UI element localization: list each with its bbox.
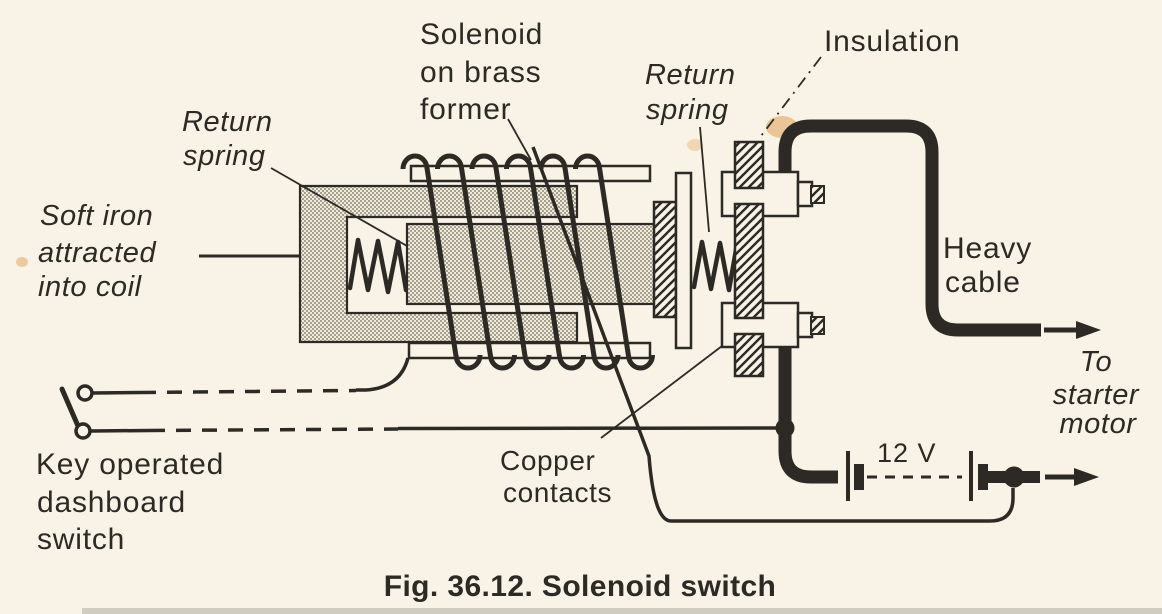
label-solenoid-on-brass-former: Solenoid on brass former xyxy=(420,18,543,126)
terminal-bolt-top-tip xyxy=(810,185,825,204)
svg-text:Key operated: Key operated xyxy=(36,448,224,481)
svg-text:on brass: on brass xyxy=(420,56,541,89)
wire-switch-bottom-to-cable xyxy=(397,426,779,431)
svg-text:Copper: Copper xyxy=(500,445,595,476)
leader-return-spring-right xyxy=(699,126,710,233)
svg-text:spring: spring xyxy=(183,140,266,172)
insulation-block-bottom xyxy=(733,332,765,378)
svg-text:starter: starter xyxy=(1053,379,1140,411)
insulation-disc xyxy=(652,200,678,319)
svg-text:motor: motor xyxy=(1059,408,1137,440)
leader-return-spring-left xyxy=(270,167,408,247)
svg-text:spring: spring xyxy=(646,94,729,126)
wire-switch-top-solid xyxy=(91,390,142,395)
leader-copper-contacts xyxy=(600,345,723,439)
svg-text:Return: Return xyxy=(645,59,736,91)
switch-terminal-bottom xyxy=(74,422,92,440)
label-copper-contacts: Copper contacts xyxy=(500,445,612,508)
wire-coil-to-battery xyxy=(531,146,1015,523)
svg-text:dashboard: dashboard xyxy=(37,486,186,519)
label-soft-iron: Soft iron attracted into coil xyxy=(38,200,157,303)
wire-switch-top-dashed xyxy=(140,388,357,395)
scan-edge-shadow xyxy=(82,608,1162,614)
return-spring-right-coil xyxy=(691,239,740,293)
terminal-bolt-bottom xyxy=(796,311,814,339)
svg-text:into coil: into coil xyxy=(38,271,143,303)
label-return-spring-right: Return spring xyxy=(645,59,736,126)
svg-text:switch: switch xyxy=(37,523,125,556)
battery-symbol xyxy=(846,451,1040,501)
paper-stain xyxy=(16,257,28,267)
leader-insulation xyxy=(760,56,822,137)
copper-contact-disc xyxy=(674,171,693,350)
wire-switch-bottom-solid xyxy=(89,428,151,433)
heavy-cable-to-battery xyxy=(778,308,838,484)
soft-iron-yoke xyxy=(298,184,579,344)
label-insulation: Insulation xyxy=(824,25,960,58)
switch-terminal-top xyxy=(76,384,94,402)
svg-text:Return: Return xyxy=(182,106,273,138)
paper-stain xyxy=(687,139,703,151)
arrow-battery-feed xyxy=(1045,468,1099,486)
label-to-starter-motor: To starter motor xyxy=(1053,346,1140,440)
svg-text:Soft iron: Soft iron xyxy=(40,200,153,232)
former-flange-bottom xyxy=(407,341,652,360)
insulation-block-top xyxy=(733,140,765,190)
label-return-spring-left: Return spring xyxy=(182,106,273,172)
svg-text:To: To xyxy=(1080,346,1112,378)
svg-text:Heavy: Heavy xyxy=(943,232,1032,265)
figure-caption: Fig. 36.12. Solenoid switch xyxy=(384,570,777,603)
junction-dot-battery xyxy=(1003,466,1025,488)
heavy-cable-to-starter xyxy=(778,119,1041,337)
leader-solenoid-former xyxy=(507,118,532,161)
return-spring-left-coil xyxy=(347,237,409,295)
arrow-to-starter-motor xyxy=(1044,321,1101,339)
insulation-block-middle xyxy=(733,202,765,320)
terminal-bolt-bottom-tip xyxy=(810,316,825,335)
label-heavy-cable: Heavy cable xyxy=(943,232,1032,299)
label-key-switch: Key operated dashboard switch xyxy=(36,448,224,556)
svg-text:Solenoid: Solenoid xyxy=(420,18,543,51)
svg-text:former: former xyxy=(420,93,511,126)
svg-text:contacts: contacts xyxy=(503,477,612,508)
svg-text:attracted: attracted xyxy=(38,237,157,269)
switch-lever xyxy=(59,386,81,429)
solenoid-winding xyxy=(400,153,655,371)
junction-dot-cable xyxy=(775,418,795,438)
label-battery-voltage: 12 V xyxy=(877,438,937,468)
svg-text:cable: cable xyxy=(945,266,1021,299)
terminal-bolt-top xyxy=(796,180,814,208)
wire-switch-top-to-coil xyxy=(356,357,410,392)
